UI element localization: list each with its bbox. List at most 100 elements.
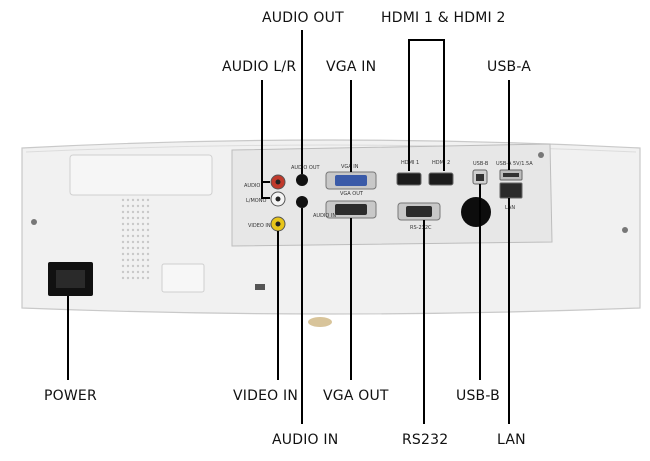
panel-text-audio-out: AUDIO OUT (291, 165, 321, 171)
label-usb-a: USB-A (487, 59, 532, 75)
usb-b-port-inner (476, 174, 484, 181)
vent-dot (121, 240, 125, 244)
label-vga-out: VGA OUT (323, 388, 389, 404)
vent-dot (131, 228, 135, 232)
panel-text-audio-in: AUDIO IN (313, 213, 336, 219)
vent-dot (126, 276, 130, 280)
label-audio-lr: AUDIO L/R (222, 59, 297, 75)
label-audio-out: AUDIO OUT (262, 10, 344, 26)
panel-text-vga-out: VGA OUT (340, 191, 364, 197)
label-vga-in: VGA IN (326, 59, 377, 75)
vent-dot (136, 204, 140, 208)
label-video-in: VIDEO IN (233, 388, 299, 404)
vent-dot (141, 222, 145, 226)
vent-dot (136, 216, 140, 220)
panel-text-audio: AUDIO (244, 183, 260, 189)
vent-dot (146, 270, 150, 274)
vent-dot (131, 222, 135, 226)
vent-dot (126, 216, 130, 220)
vent-dot (131, 264, 135, 268)
vent-dot (121, 228, 125, 232)
screw-right (622, 227, 628, 233)
vent-dot (126, 222, 130, 226)
vent-dot (146, 276, 150, 280)
vent-dot (141, 198, 145, 202)
vent-dot (141, 234, 145, 238)
vent-dot (121, 258, 125, 262)
lower-recess (161, 263, 205, 293)
vent-dot (136, 228, 140, 232)
label-lan: LAN (497, 432, 526, 448)
panel-text-hdmi1: HDMI 1 (401, 160, 419, 166)
vent-dot (141, 252, 145, 256)
vent-dot (121, 210, 125, 214)
hdmi2-port (428, 172, 454, 186)
vent-dots (121, 198, 150, 280)
usb-a-port-inner (503, 173, 519, 177)
rs232-port-inner (406, 206, 432, 217)
vent-dot (146, 222, 150, 226)
vent-dot (141, 264, 145, 268)
vent-dot (126, 264, 130, 268)
vent-dot (146, 228, 150, 232)
vent-dot (136, 234, 140, 238)
vent-dot (131, 270, 135, 274)
vent-dot (121, 204, 125, 208)
audio-out-jack (296, 174, 308, 186)
vent-dot (131, 240, 135, 244)
vent-dot (136, 276, 140, 280)
vent-dot (146, 252, 150, 256)
vent-dot (131, 246, 135, 250)
label-rs232: RS232 (402, 432, 449, 448)
vent-dot (141, 276, 145, 280)
vent-dot (131, 276, 135, 280)
vent-dot (126, 240, 130, 244)
top-recess (69, 154, 213, 196)
vent-dot (141, 204, 145, 208)
vent-dot (121, 252, 125, 256)
vent-dot (136, 264, 140, 268)
vent-dot (136, 198, 140, 202)
panel-text-rs232c: RS-232C (410, 225, 432, 231)
vent-dot (141, 258, 145, 262)
vent-dot (126, 198, 130, 202)
screw-left (31, 219, 37, 225)
vent-dot (146, 264, 150, 268)
vent-dot (126, 204, 130, 208)
vent-dot (146, 240, 150, 244)
audio-l-jack-center (275, 196, 281, 202)
vent-dot (136, 210, 140, 214)
vent-dot (141, 210, 145, 214)
panel-text-hdmi2: HDMI 2 (432, 160, 450, 166)
vent-dot (121, 222, 125, 226)
label-hdmi: HDMI 1 & HDMI 2 (381, 10, 506, 26)
vent-dot (121, 264, 125, 268)
vent-dot (131, 258, 135, 262)
hdmi1-port (396, 172, 422, 186)
vent-dot (136, 222, 140, 226)
label-power: POWER (44, 388, 97, 404)
vent-dot (121, 216, 125, 220)
panel-text-video-in: VIDEO IN (248, 223, 271, 229)
vent-dot (141, 270, 145, 274)
vga-in-port-inner (335, 175, 367, 186)
vent-dot (146, 246, 150, 250)
vent-dot (126, 246, 130, 250)
vent-dot (146, 258, 150, 262)
vent-dot (126, 234, 130, 238)
vent-dot (131, 204, 135, 208)
panel-text-lmono: L/MONO (246, 198, 266, 204)
vent-dot (136, 270, 140, 274)
vent-dot (136, 246, 140, 250)
vent-dot (146, 234, 150, 238)
vent-dot (136, 258, 140, 262)
vent-dot (121, 246, 125, 250)
vent-dot (121, 234, 125, 238)
vent-dot (131, 198, 135, 202)
panel-text-usb-a: USB-A 5V/1.5A (496, 161, 533, 167)
lan-port (499, 182, 523, 199)
vent-dot (126, 228, 130, 232)
vent-dot (126, 252, 130, 256)
vent-dot (121, 270, 125, 274)
